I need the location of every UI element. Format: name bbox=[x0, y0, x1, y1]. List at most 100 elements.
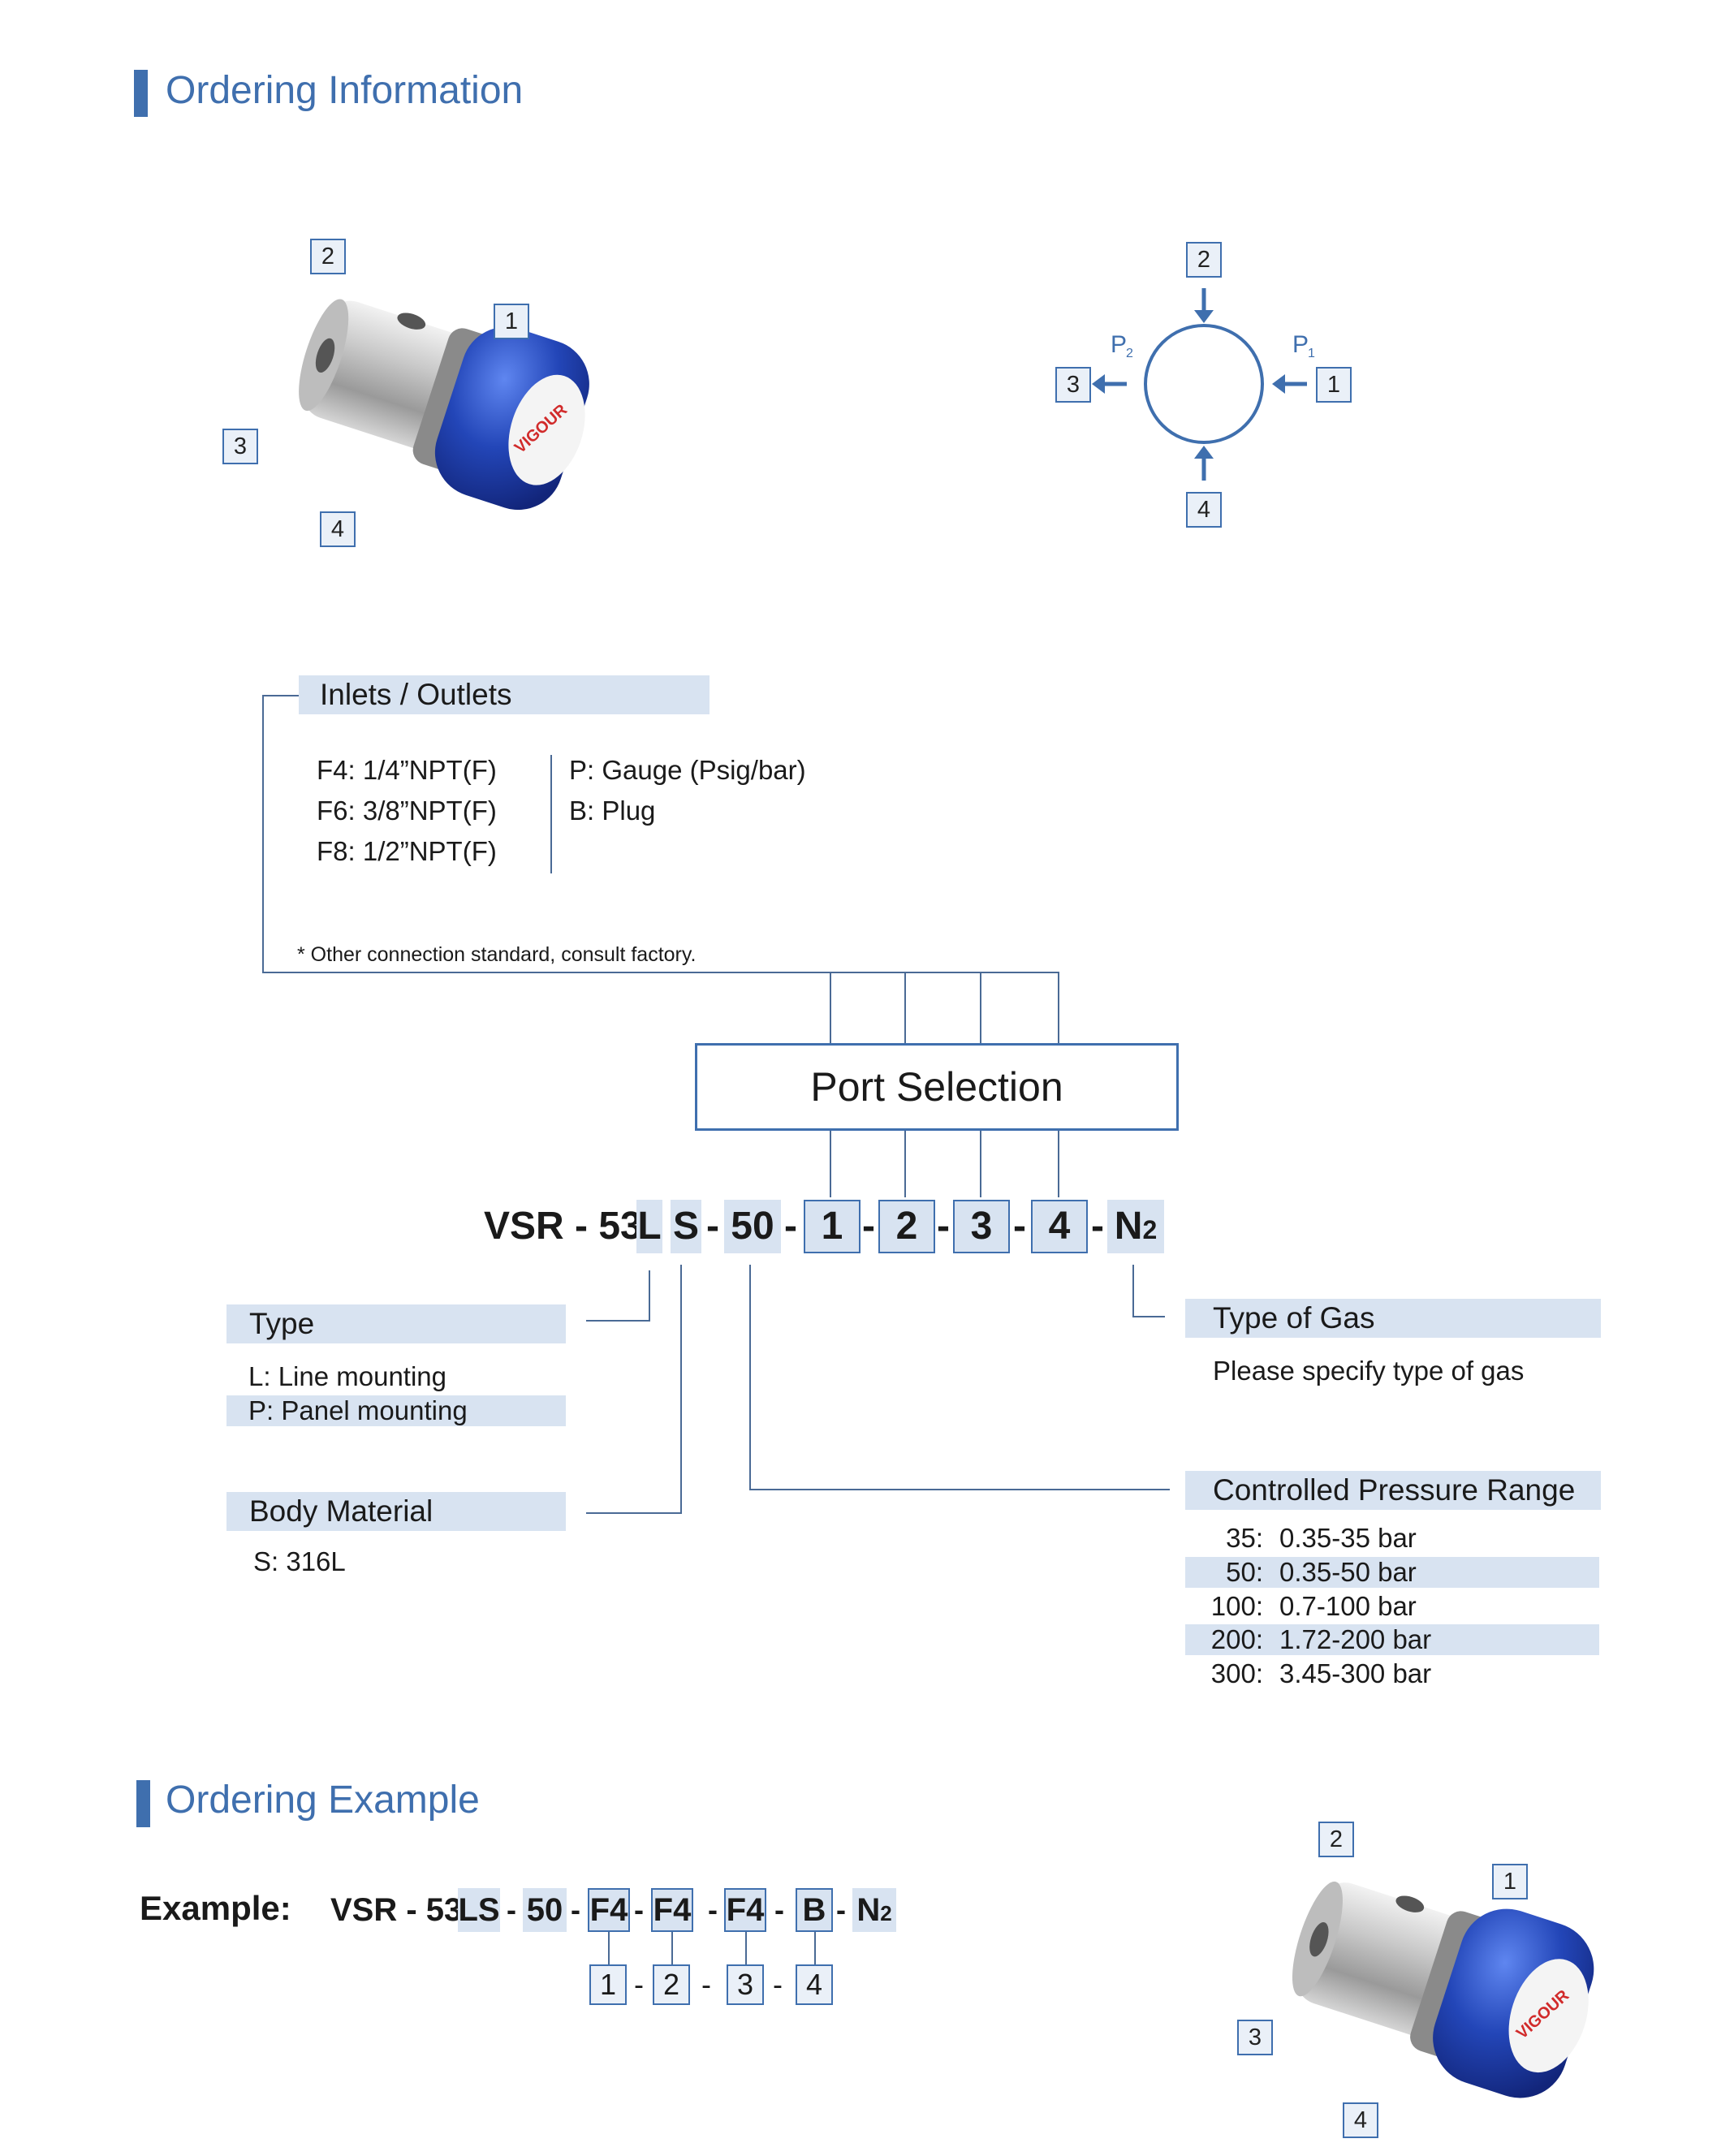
ordering-information-title: Ordering Information bbox=[166, 69, 524, 112]
code-dash: - bbox=[701, 1968, 711, 2001]
example-callout-2: 2 bbox=[1318, 1822, 1354, 1857]
model-code-pressure: 50 bbox=[724, 1200, 781, 1253]
model-code-port-4: 4 bbox=[1031, 1200, 1088, 1253]
flow-port-4: 4 bbox=[1186, 492, 1222, 528]
model-code-gas: N2 bbox=[1107, 1200, 1164, 1253]
code-dash: - bbox=[634, 1968, 644, 2001]
example-code-port-1: F4 bbox=[588, 1888, 630, 1932]
connector-line bbox=[745, 1932, 747, 1964]
flow-port-1: 1 bbox=[1316, 367, 1352, 403]
ordering-example-title: Ordering Example bbox=[166, 1779, 480, 1822]
p2-subscript: 2 bbox=[1126, 347, 1133, 360]
connector-line bbox=[262, 695, 299, 696]
code-dash: - bbox=[1091, 1205, 1104, 1248]
example-code-pressure: 50 bbox=[523, 1888, 567, 1932]
pressure-range: 0.35-35 bar bbox=[1279, 1523, 1417, 1553]
inlet-option-f4: F4: 1/4”NPT(F) bbox=[317, 755, 497, 785]
code-dash: - bbox=[634, 1893, 644, 1926]
connector-line bbox=[749, 1265, 751, 1490]
connection-note: * Other connection standard, consult fac… bbox=[297, 943, 697, 966]
code-dash: - bbox=[507, 1893, 516, 1926]
row-highlight bbox=[1185, 1624, 1599, 1655]
regulator-circle bbox=[1144, 324, 1264, 444]
port-selection-box: Port Selection bbox=[695, 1043, 1179, 1131]
code-dash: - bbox=[836, 1893, 846, 1926]
type-of-gas-text: Please specify type of gas bbox=[1213, 1356, 1525, 1386]
callout-4: 4 bbox=[320, 511, 356, 547]
section-marker bbox=[134, 70, 148, 117]
example-callout-4: 4 bbox=[1343, 2102, 1378, 2138]
type-option-panel: P: Panel mounting bbox=[248, 1395, 468, 1425]
pressure-code: 50: bbox=[1226, 1557, 1263, 1587]
pressure-range: 1.72-200 bar bbox=[1279, 1624, 1432, 1654]
connector-line bbox=[749, 1489, 1170, 1490]
options-divider bbox=[550, 755, 552, 873]
example-port-number-4: 4 bbox=[796, 1964, 833, 2005]
pressure-code: 100: bbox=[1210, 1591, 1263, 1621]
connector-line bbox=[980, 972, 981, 1043]
inlets-outlets-title: Inlets / Outlets bbox=[299, 675, 710, 714]
code-dash: - bbox=[937, 1205, 950, 1248]
outlet-option-gauge: P: Gauge (Psig/bar) bbox=[569, 755, 806, 785]
example-label: Example: bbox=[140, 1889, 291, 1927]
connector-line bbox=[262, 972, 1059, 973]
callout-2: 2 bbox=[310, 239, 346, 274]
callout-1: 1 bbox=[494, 304, 529, 339]
inlet-option-f6: F6: 3/8”NPT(F) bbox=[317, 796, 497, 826]
callout-3: 3 bbox=[222, 429, 258, 464]
example-port-number-2: 2 bbox=[653, 1964, 690, 2005]
code-dash: - bbox=[706, 1205, 719, 1248]
example-code-type-material: LS bbox=[458, 1888, 500, 1932]
regulator-example-image: VIGOUR bbox=[1292, 1881, 1594, 2098]
type-title: Type bbox=[226, 1304, 566, 1343]
connector-line bbox=[904, 972, 906, 1043]
section-marker bbox=[136, 1780, 150, 1827]
flow-diagram: P 1 P 2 bbox=[1092, 288, 1315, 481]
regulator-product-image: VIGOUR bbox=[299, 299, 589, 511]
connector-line bbox=[262, 695, 264, 973]
example-code-port-4: B bbox=[796, 1888, 833, 1932]
p1-label: P bbox=[1292, 331, 1309, 358]
row-highlight bbox=[226, 1395, 566, 1426]
connector-line bbox=[671, 1932, 673, 1964]
model-code-prefix: VSR - 53 bbox=[484, 1205, 642, 1248]
example-port-number-3: 3 bbox=[727, 1964, 764, 2005]
connector-line bbox=[904, 1131, 906, 1197]
example-port-number-1: 1 bbox=[589, 1964, 627, 2005]
type-option-line: L: Line mounting bbox=[248, 1361, 447, 1391]
model-code-port-3: 3 bbox=[953, 1200, 1010, 1253]
type-of-gas-title: Type of Gas bbox=[1185, 1299, 1601, 1338]
flow-port-3: 3 bbox=[1055, 367, 1091, 403]
example-code-port-3: F4 bbox=[724, 1888, 766, 1932]
connector-line bbox=[1058, 972, 1059, 1043]
connector-line bbox=[814, 1932, 816, 1964]
p1-subscript: 1 bbox=[1308, 347, 1315, 360]
connector-line bbox=[830, 972, 831, 1043]
code-dash: - bbox=[862, 1205, 875, 1248]
code-dash: - bbox=[784, 1205, 797, 1248]
pressure-range: 0.35-50 bar bbox=[1279, 1557, 1417, 1587]
pressure-code: 200: bbox=[1210, 1624, 1263, 1654]
example-code-prefix: VSR - 53 bbox=[330, 1892, 463, 1928]
example-code-port-2: F4 bbox=[651, 1888, 693, 1932]
row-highlight bbox=[1185, 1557, 1599, 1588]
model-code-type: L bbox=[636, 1200, 662, 1253]
inlet-option-f8: F8: 1/2”NPT(F) bbox=[317, 836, 497, 866]
connector-line bbox=[1058, 1131, 1059, 1197]
pressure-range: 3.45-300 bar bbox=[1279, 1658, 1432, 1688]
body-material-title: Body Material bbox=[226, 1492, 566, 1531]
code-dash: - bbox=[774, 1893, 784, 1926]
outlet-option-plug: B: Plug bbox=[569, 796, 656, 826]
flow-port-2: 2 bbox=[1186, 242, 1222, 278]
body-material-option: S: 316L bbox=[253, 1546, 346, 1576]
connector-line bbox=[608, 1932, 610, 1964]
model-code-material: S bbox=[671, 1200, 701, 1253]
pressure-code: 300: bbox=[1210, 1658, 1263, 1688]
pressure-range-title: Controlled Pressure Range bbox=[1185, 1471, 1601, 1510]
example-callout-3: 3 bbox=[1237, 2020, 1273, 2055]
connector-line bbox=[1132, 1265, 1134, 1317]
code-dash: - bbox=[708, 1893, 718, 1926]
example-code-gas: N2 bbox=[852, 1888, 896, 1932]
connector-line bbox=[1132, 1316, 1165, 1317]
connector-line bbox=[830, 1131, 831, 1197]
